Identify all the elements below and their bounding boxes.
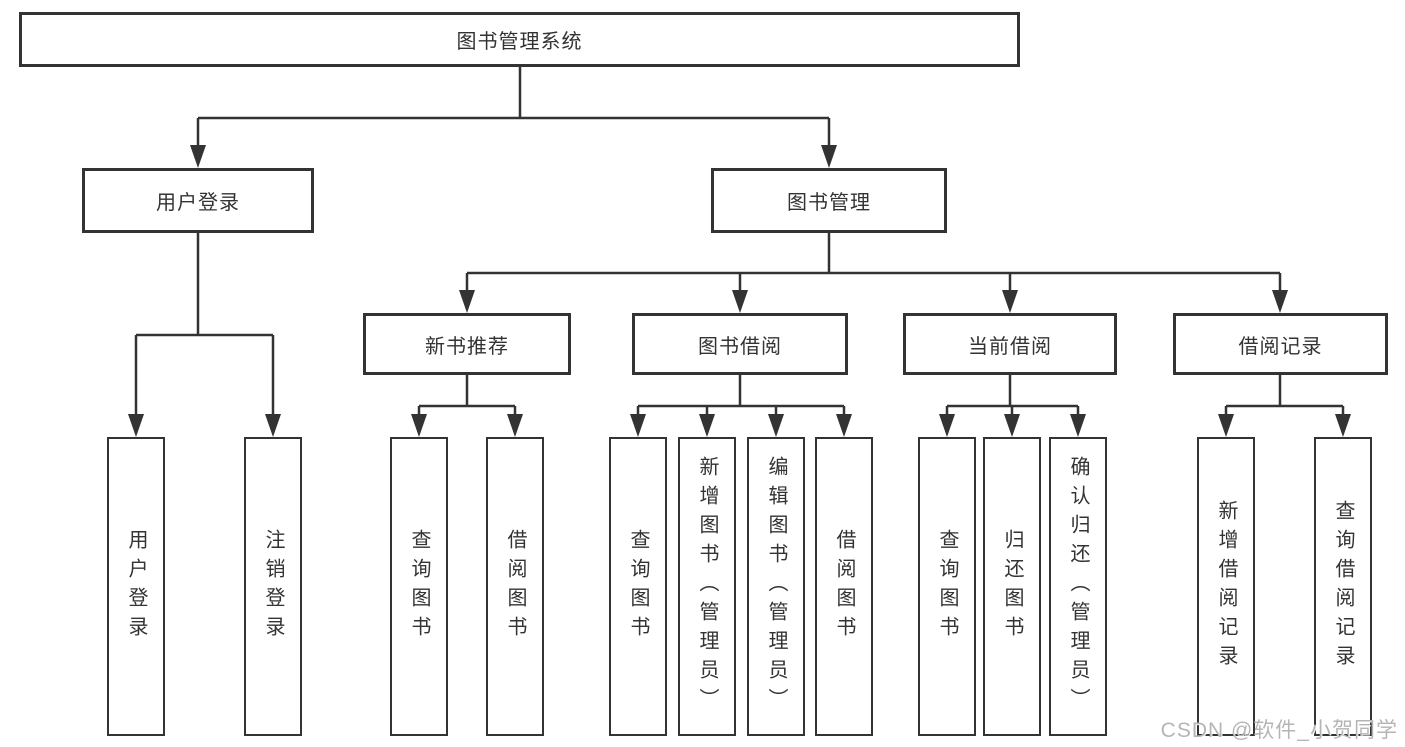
arrow-down-icon xyxy=(699,414,715,437)
node-label: 用户登录 xyxy=(125,528,147,645)
arrow-down-icon xyxy=(128,414,144,437)
leaf-add-borrow-record: 新增借阅记录 xyxy=(1197,437,1255,736)
node-label: 当前借阅 xyxy=(968,335,1052,358)
leaf-query-books-current: 查询图书 xyxy=(918,437,976,736)
arrow-down-icon xyxy=(190,145,206,168)
node-label: 借阅记录 xyxy=(1238,335,1323,358)
arrow-down-icon xyxy=(1004,414,1020,437)
leaf-edit-books-admin: 编辑图书（管理员） xyxy=(747,437,805,736)
arrow-down-icon xyxy=(459,290,475,313)
arrow-down-icon xyxy=(768,414,784,437)
arrow-down-icon xyxy=(821,145,837,168)
leaf-return-books: 归还图书 xyxy=(983,437,1041,736)
arrow-down-icon xyxy=(265,414,281,437)
connector-branch-new-book xyxy=(417,375,517,419)
leaf-query-books-borrow: 查询图书 xyxy=(609,437,667,736)
node-book-management: 图书管理 xyxy=(711,168,947,233)
leaf-borrow-books-recommend: 借阅图书 xyxy=(486,437,544,736)
arrow-down-icon xyxy=(507,414,523,437)
connector-branch-book-borrow xyxy=(636,375,846,419)
node-label: 新增借阅记录 xyxy=(1215,499,1237,674)
arrow-down-icon xyxy=(1272,290,1288,313)
node-book-borrowing: 图书借阅 xyxy=(632,313,848,375)
node-new-book-recommend: 新书推荐 xyxy=(363,313,571,375)
leaf-query-borrow-record: 查询借阅记录 xyxy=(1314,437,1372,736)
arrow-down-icon xyxy=(1070,414,1086,437)
node-label: 图书借阅 xyxy=(698,335,782,358)
arrow-down-icon xyxy=(939,414,955,437)
node-label: 编辑图书（管理员） xyxy=(765,456,787,717)
node-label: 归还图书 xyxy=(1001,528,1023,645)
node-label: 图书管理 xyxy=(787,192,871,214)
arrow-down-icon xyxy=(732,290,748,313)
connector-branch-book-management xyxy=(465,233,1282,295)
arrowheads-borrow-records xyxy=(1218,414,1351,437)
leaf-user-login: 用户登录 xyxy=(107,437,165,736)
node-label: 注销登录 xyxy=(262,528,284,645)
arrowheads-book-borrow xyxy=(630,414,852,437)
node-label: 查询图书 xyxy=(627,528,649,645)
node-borrowing-records: 借阅记录 xyxy=(1173,313,1388,375)
node-label: 查询图书 xyxy=(936,528,958,645)
node-label: 借阅图书 xyxy=(833,528,855,645)
arrowheads-user-login xyxy=(128,414,281,437)
leaf-logout: 注销登录 xyxy=(244,437,302,736)
leaf-add-books-admin: 新增图书（管理员） xyxy=(678,437,736,736)
node-label: 用户登录 xyxy=(156,192,240,214)
leaf-confirm-return-admin: 确认归还（管理员） xyxy=(1049,437,1107,736)
node-label: 新书推荐 xyxy=(425,335,509,358)
arrow-down-icon xyxy=(1002,290,1018,313)
arrow-down-icon xyxy=(411,414,427,437)
node-label: 查询图书 xyxy=(408,528,430,645)
arrowheads-current-borrow xyxy=(939,414,1086,437)
arrow-down-icon xyxy=(630,414,646,437)
leaf-query-books-recommend: 查询图书 xyxy=(390,437,448,736)
connector-branch-user-login xyxy=(134,233,275,419)
arrow-down-icon xyxy=(1335,414,1351,437)
node-label: 借阅图书 xyxy=(504,528,526,645)
node-label: 确认归还（管理员） xyxy=(1067,456,1089,717)
arrowheads-level3 xyxy=(459,290,1288,313)
node-label: 图书管理系统 xyxy=(456,31,583,53)
connector-branch-borrow-records xyxy=(1224,375,1345,419)
node-current-borrowing: 当前借阅 xyxy=(903,313,1117,375)
arrowheads-level2 xyxy=(190,145,837,168)
csdn-watermark: CSDN @软件_小贺同学 xyxy=(1160,719,1398,742)
node-label: 查询借阅记录 xyxy=(1332,499,1354,674)
node-user-login: 用户登录 xyxy=(82,168,314,233)
connector-branch-root xyxy=(196,67,831,150)
node-root-system: 图书管理系统 xyxy=(19,12,1020,67)
leaf-borrow-books: 借阅图书 xyxy=(815,437,873,736)
node-label: 新增图书（管理员） xyxy=(696,456,718,717)
arrow-down-icon xyxy=(1218,414,1234,437)
connector-branch-current-borrow xyxy=(945,375,1080,419)
arrow-down-icon xyxy=(836,414,852,437)
arrowheads-new-book xyxy=(411,414,523,437)
